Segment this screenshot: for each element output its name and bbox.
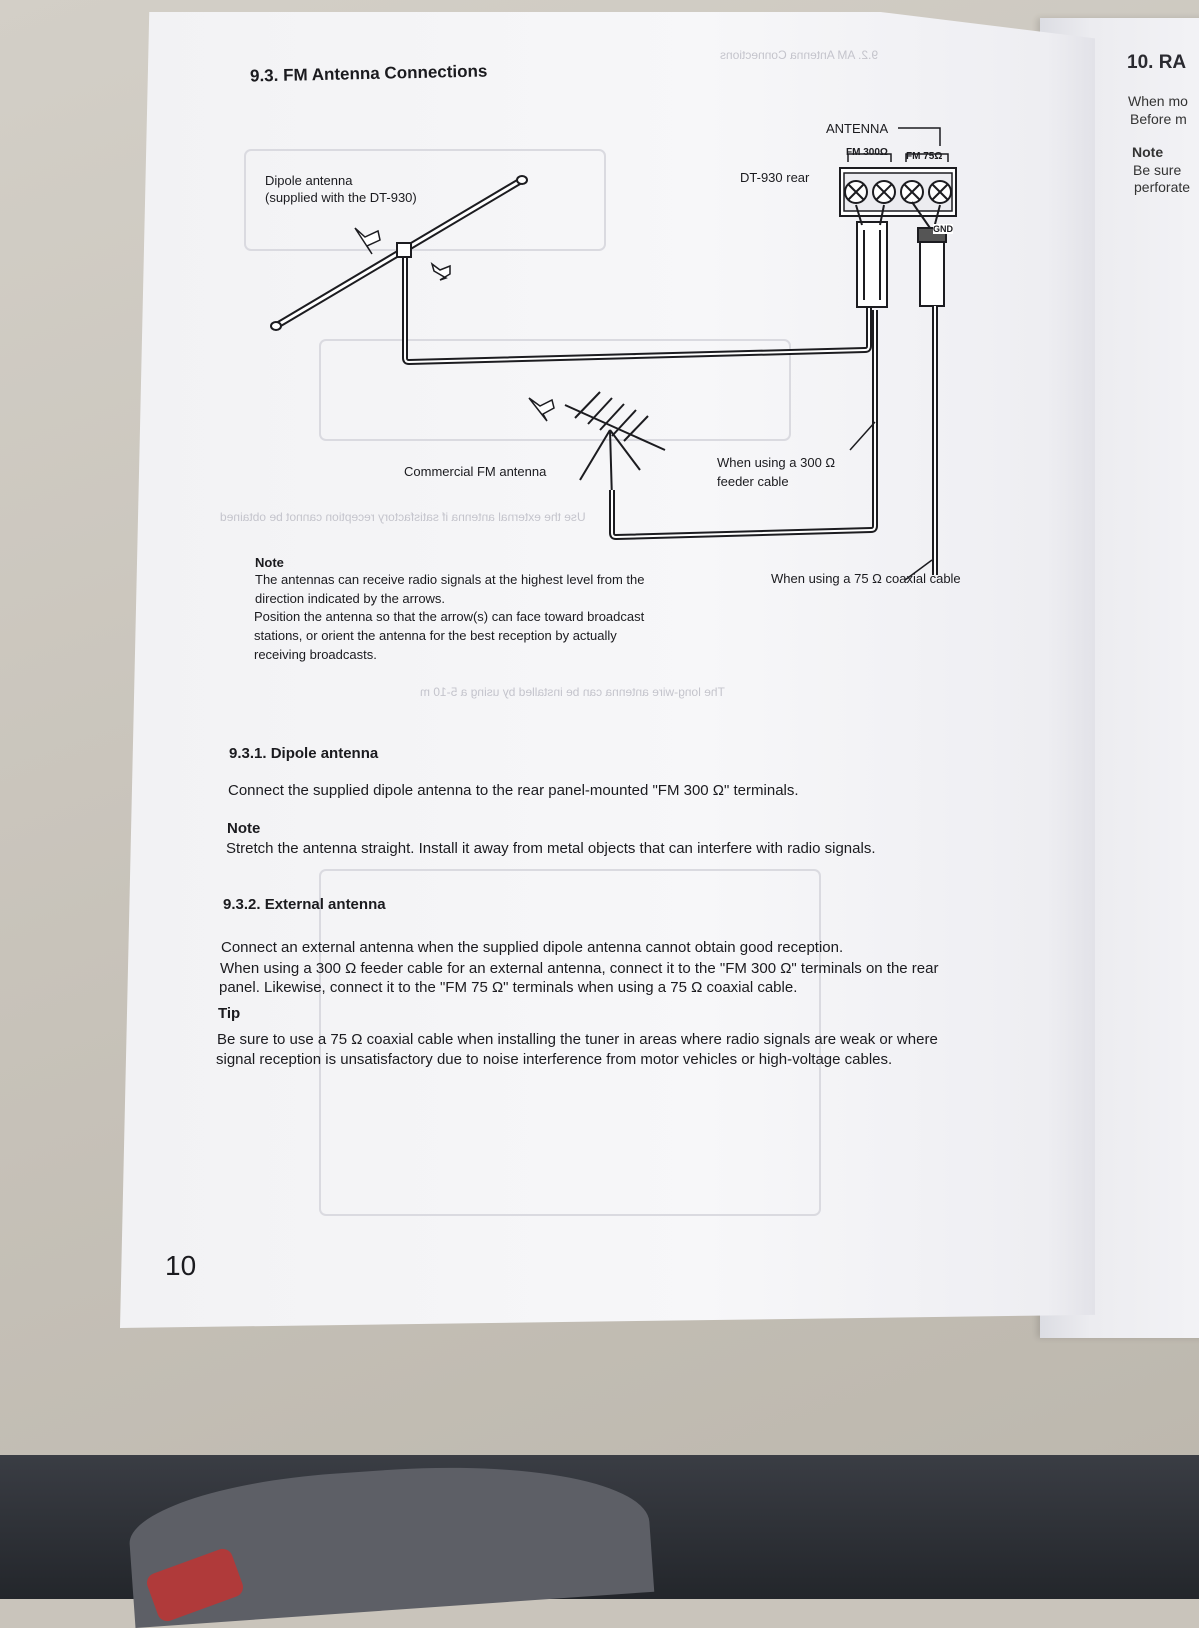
diagram-note-text: The antennas can receive radio signals a… bbox=[255, 572, 645, 587]
diagram-note-text: stations, or orient the antenna for the … bbox=[254, 628, 617, 643]
next-page-text: When mo bbox=[1128, 93, 1188, 109]
dipole-note-text: Stretch the antenna straight. Install it… bbox=[226, 840, 876, 857]
dipole-antenna-sublabel: (supplied with the DT-930) bbox=[265, 190, 417, 205]
coax-connector bbox=[911, 201, 947, 307]
commercial-antenna-label: Commercial FM antenna bbox=[404, 464, 547, 479]
feeder-connector bbox=[855, 204, 888, 308]
show-through-illustration bbox=[244, 149, 821, 1216]
tip-heading: Tip bbox=[218, 1005, 241, 1022]
external-section-text: panel. Likewise, connect it to the "FM 7… bbox=[219, 979, 798, 996]
external-section-text: When using a 300 Ω feeder cable for an e… bbox=[220, 960, 939, 977]
antenna-header-label: ANTENNA bbox=[826, 121, 889, 136]
coax-cable-label: When using a 75 Ω coaxial cable bbox=[771, 571, 961, 586]
rear-panel-label: DT-930 rear bbox=[740, 170, 810, 185]
diagram-note-text: receiving broadcasts. bbox=[254, 647, 377, 662]
next-page-note-text: perforate bbox=[1134, 179, 1191, 195]
page-number: 10 bbox=[165, 1250, 197, 1281]
dipole-section-text: Connect the supplied dipole antenna to t… bbox=[228, 782, 799, 799]
external-section-title: 9.3.2. External antenna bbox=[223, 896, 386, 913]
feeder-cable-label: When using a 300 Ω bbox=[717, 455, 836, 470]
diagram-note-heading: Note bbox=[255, 555, 284, 570]
terminal-block bbox=[839, 127, 957, 217]
commercial-fm-antenna bbox=[564, 391, 666, 501]
external-section-text: Connect an external antenna when the sup… bbox=[221, 939, 844, 956]
tip-text: signal reception is unsatisfactory due t… bbox=[216, 1051, 893, 1068]
next-page-note-text: Be sure bbox=[1133, 162, 1182, 178]
dipole-note-heading: Note bbox=[227, 820, 261, 837]
diagram-note-text: direction indicated by the arrows. bbox=[255, 591, 446, 606]
dipole-antenna bbox=[270, 175, 528, 331]
dipole-antenna-label: Dipole antenna bbox=[265, 173, 353, 188]
callout-lines bbox=[849, 421, 933, 581]
direction-arrow-icon bbox=[354, 227, 555, 422]
tip-text: Be sure to use a 75 Ω coaxial cable when… bbox=[217, 1031, 938, 1048]
next-page-title: 10. RA bbox=[1127, 52, 1187, 73]
next-page-text: Before m bbox=[1130, 111, 1187, 127]
feeder-cable-sublabel: feeder cable bbox=[717, 474, 789, 489]
dipole-section-title: 9.3.1. Dipole antenna bbox=[229, 745, 379, 762]
fm75-terminal-label: FM 75Ω bbox=[906, 151, 943, 162]
next-page-note-heading: Note bbox=[1132, 144, 1164, 160]
gnd-label: GND bbox=[933, 224, 953, 234]
diagram-note-text: Position the antenna so that the arrow(s… bbox=[254, 609, 645, 624]
fm300-terminal-label: FM 300Ω bbox=[846, 147, 888, 158]
dipole-cable bbox=[402, 305, 872, 366]
